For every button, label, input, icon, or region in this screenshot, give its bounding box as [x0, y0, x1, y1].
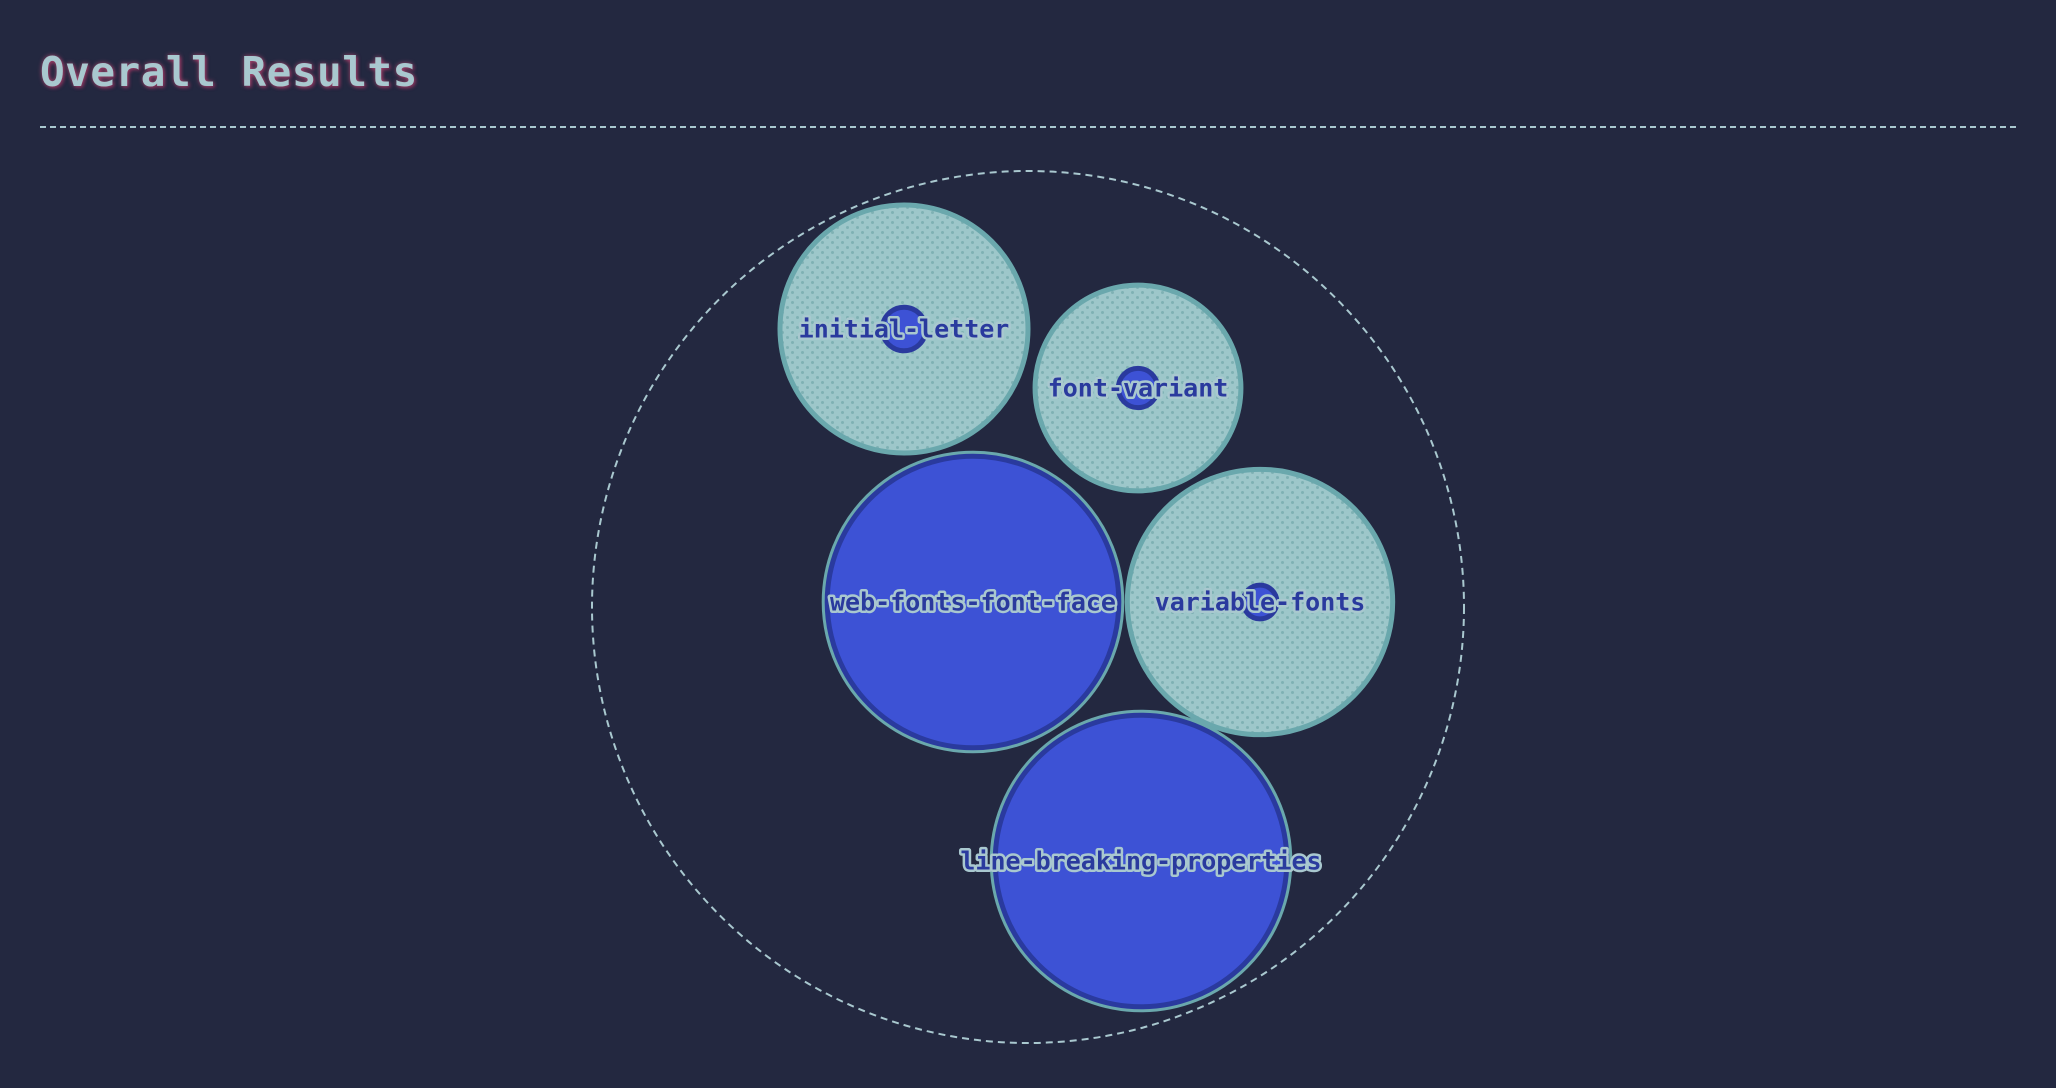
bubble-label: variable-fonts [1155, 588, 1366, 617]
bubble-font-variant[interactable]: font-variant [1032, 282, 1244, 494]
bubble-variable-fonts[interactable]: variable-fonts [1124, 466, 1396, 738]
bubbles-group: initial-letter font-variant web-fonts-font… [777, 202, 1396, 1013]
bubble-inner [879, 304, 929, 354]
title-divider [40, 126, 2016, 128]
bubble-label: font-variant [1048, 374, 1229, 403]
bubble-label: web-fonts-font-face [830, 588, 1116, 617]
bubble-line-breaking-properties[interactable]: line-breaking-properties [958, 709, 1324, 1013]
bubble-label: initial-letter [799, 315, 1010, 344]
bubble-label: line-breaking-properties [960, 847, 1321, 876]
bubble-inner [992, 712, 1290, 1010]
bubble-web-fonts-font-face[interactable]: web-fonts-font-face [821, 450, 1125, 754]
bubble-inner [824, 453, 1122, 751]
bubble-inner [1240, 582, 1280, 622]
pack-boundary [591, 170, 1465, 1044]
bubble-inner [1115, 365, 1161, 411]
page-title: Overall Results [40, 48, 418, 96]
bubble-initial-letter[interactable]: initial-letter [777, 202, 1031, 456]
